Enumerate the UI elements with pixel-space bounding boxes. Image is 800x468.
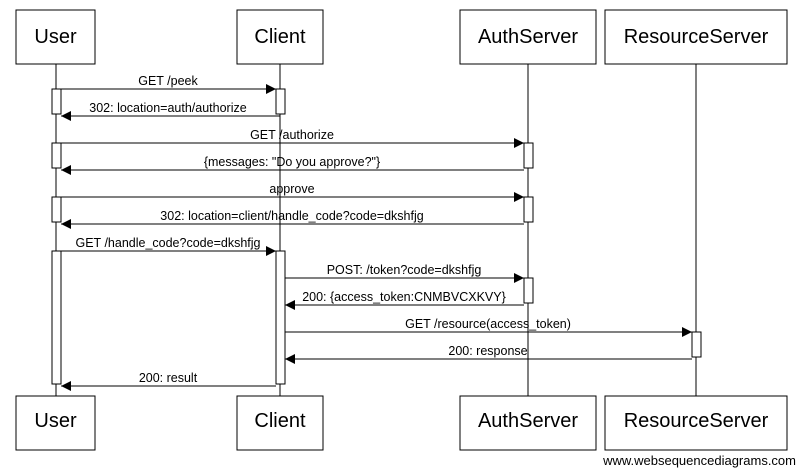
message-label: GET /peek <box>138 74 198 88</box>
message-label: GET /authorize <box>250 128 334 142</box>
participant-box-user <box>15 395 96 451</box>
activation-bar <box>523 142 534 169</box>
participant-label-client: Client <box>254 410 306 432</box>
activation-bar <box>523 196 534 223</box>
participant-box-client <box>236 9 324 65</box>
message-label: GET /handle_code?code=dkshfjg <box>76 236 261 250</box>
participant-label-user: User <box>34 26 77 48</box>
message-label: {messages: "Do you approve?"} <box>204 155 380 169</box>
message-label: POST: /token?code=dkshfjg <box>327 263 482 277</box>
messages: GET /peek 302: location=auth/authorize G… <box>56 74 692 391</box>
participant-label-client: Client <box>254 26 306 48</box>
participant-label-user: User <box>34 410 77 432</box>
message-label: 200: result <box>139 371 198 385</box>
activation-bar <box>523 277 534 304</box>
participant-box-resourceserver <box>604 9 788 65</box>
activation-bar <box>51 250 62 385</box>
participant-box-client <box>236 395 324 451</box>
participants-top: User Client AuthServer ResourceServer <box>15 9 788 65</box>
participant-box-resourceserver <box>604 395 788 451</box>
message-label: 302: location=client/handle_code?code=dk… <box>160 209 423 223</box>
activation-bar <box>51 88 62 115</box>
activation-bar <box>275 88 286 115</box>
watermark-text: www.websequencediagrams.com <box>602 453 796 468</box>
message-label: GET /resource(access_token) <box>405 317 571 331</box>
message-label: 200: response <box>448 344 527 358</box>
activation-bar <box>275 250 286 385</box>
participant-box-authserver <box>459 9 597 65</box>
message-label: 200: {access_token:CNMBVCXKVY} <box>302 290 506 304</box>
participant-label-authserver: AuthServer <box>478 410 578 432</box>
participant-label-authserver: AuthServer <box>478 26 578 48</box>
message-label: 302: location=auth/authorize <box>89 101 246 115</box>
participant-box-user <box>15 9 96 65</box>
activation-bar <box>691 331 702 358</box>
participants-bottom: User Client AuthServer ResourceServer <box>15 395 788 451</box>
activation-bar <box>51 142 62 169</box>
activation-bar <box>51 196 62 223</box>
participant-label-resourceserver: ResourceServer <box>624 26 769 48</box>
participant-box-authserver <box>459 395 597 451</box>
message-label: approve <box>269 182 314 196</box>
participant-label-resourceserver: ResourceServer <box>624 410 769 432</box>
